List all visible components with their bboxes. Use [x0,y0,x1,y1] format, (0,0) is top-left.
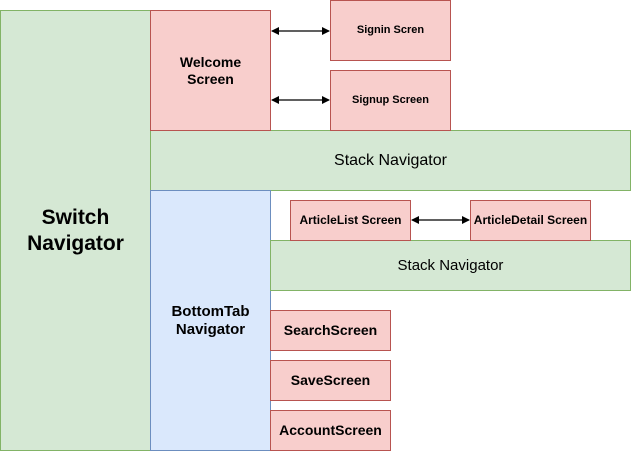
account-screen-label: AccountScreen [279,422,382,439]
signin-screen-label: Signin Scren [356,23,425,36]
signup-screen-label: Signup Screen [351,93,430,106]
articlelist-screen-label: ArticleList Screen [299,213,402,228]
search-screen-label: SearchScreen [283,322,378,339]
articledetail-screen: ArticleDetail Screen [470,200,591,241]
bottomtab-navigator: BottomTab Navigator [150,190,271,451]
stack-navigator-articles: Stack Navigator [270,240,631,291]
welcome-screen: Welcome Screen [150,10,271,131]
welcome-screen-label: Welcome Screen [179,53,242,87]
account-screen: AccountScreen [270,410,391,451]
bottomtab-navigator-label: BottomTab Navigator [171,302,250,338]
stack-navigator-articles-label: Stack Navigator [397,256,504,274]
switch-navigator-label: Switch Navigator [27,206,124,255]
signin-screen: Signin Scren [330,0,451,61]
save-screen: SaveScreen [270,360,391,401]
articlelist-screen: ArticleList Screen [290,200,411,241]
articledetail-screen-label: ArticleDetail Screen [473,213,588,228]
signup-screen: Signup Screen [330,70,451,131]
search-screen: SearchScreen [270,310,391,351]
save-screen-label: SaveScreen [290,372,371,389]
switch-navigator: Switch Navigator [0,10,151,451]
stack-navigator-auth-label: Stack Navigator [334,151,447,169]
